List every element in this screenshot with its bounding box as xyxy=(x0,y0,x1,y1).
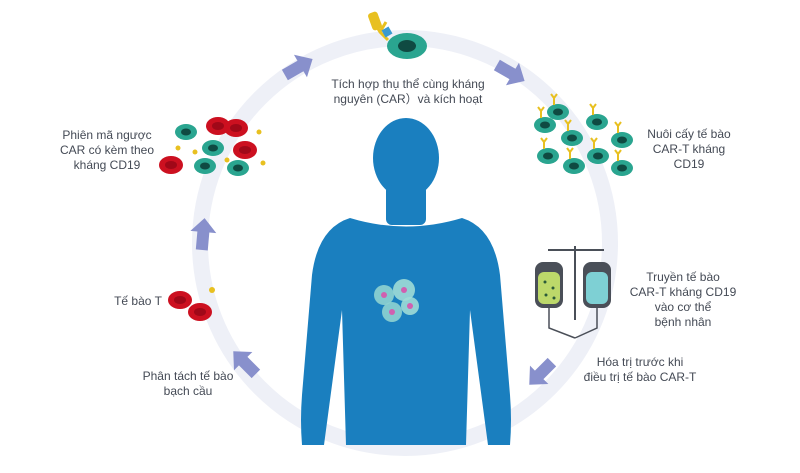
label-line: CAR có kèm theo xyxy=(59,143,155,157)
cycle-arrows xyxy=(190,54,557,385)
label-line: Phân tách tế bào xyxy=(142,369,234,383)
label-line: CAR-T kháng CD19 xyxy=(629,285,737,299)
step-label-transcribe: Phiên mã ngược CAR có kèm theo kháng CD1… xyxy=(52,128,162,173)
cycle-arrow-icon xyxy=(281,54,313,81)
label-line: nguyên (CAR）và kích hoạt xyxy=(333,92,483,106)
iv-bags-icon xyxy=(535,246,611,339)
step-label-infuse: Truyền tế bào CAR-T kháng CD19 vào cơ th… xyxy=(618,270,748,330)
cycle-arrow-icon xyxy=(233,351,261,379)
label-line: kháng CD19 xyxy=(73,158,141,172)
label-line: Hóa trị trước khi xyxy=(596,355,684,369)
label-line: bạch cầu xyxy=(163,384,213,398)
label-line: Tích hợp thụ thể cùng kháng xyxy=(331,77,485,91)
cycle-arrow-icon xyxy=(529,357,557,385)
step-label-separate: Phân tách tế bào bạch cầu xyxy=(128,369,248,399)
label-line: CD19 xyxy=(673,157,705,171)
transcribed-cells xyxy=(159,117,266,176)
label-line: CAR-T kháng xyxy=(652,142,726,156)
label-line: bệnh nhân xyxy=(654,315,712,329)
label-line: Truyền tế bào xyxy=(646,270,720,284)
label-line: điều trị tế bào CAR-T xyxy=(583,370,697,384)
car-t-cell-icon xyxy=(368,11,427,59)
cycle-arrow-icon xyxy=(493,59,525,86)
step-label-precondition: Hóa trị trước khi điều trị tế bào CAR-T xyxy=(560,355,720,385)
label-line: vào cơ thể xyxy=(654,300,712,314)
label-line: Tế bào T xyxy=(114,294,162,308)
step-label-tcell: Tế bào T xyxy=(108,294,168,309)
label-line: Nuôi cấy tế bào xyxy=(647,127,731,141)
human-silhouette-icon xyxy=(301,118,511,445)
label-line: Phiên mã ngược xyxy=(62,128,152,142)
t-cell-icon xyxy=(168,287,215,321)
step-label-culture: Nuôi cấy tế bào CAR-T kháng CD19 xyxy=(634,127,744,172)
cycle-arrow-icon xyxy=(190,218,217,251)
step-label-activate: Tích hợp thụ thể cùng kháng nguyên (CAR）… xyxy=(318,77,498,107)
tumor-cells-icon xyxy=(374,279,419,322)
